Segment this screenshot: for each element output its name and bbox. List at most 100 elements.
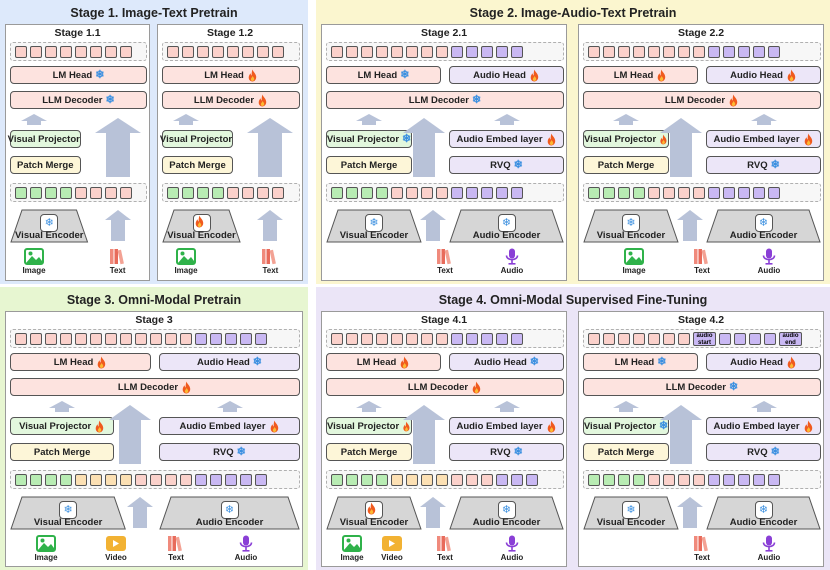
token-cell — [618, 186, 630, 199]
token-cell — [105, 332, 117, 345]
token-cell — [708, 45, 720, 58]
audio-input: Audio — [495, 248, 529, 275]
visual-encoder: ❄Visual Encoder — [10, 209, 89, 243]
token-cell — [749, 332, 761, 345]
visual-projector-box: Visual Projector — [583, 130, 670, 148]
token-cell — [693, 186, 705, 199]
audio-encoder-label: Audio Encoder — [472, 517, 541, 528]
lm-head-box: LM Head — [326, 353, 441, 371]
image-input-label: Image — [174, 266, 198, 275]
token-cell — [768, 45, 780, 58]
token-cell — [255, 332, 267, 345]
token-cell — [436, 473, 448, 486]
token-cell — [45, 186, 57, 199]
token-cell — [496, 473, 508, 486]
token-cell — [678, 473, 690, 486]
lm-head-box-label: LM Head — [53, 356, 94, 368]
snowflake-icon: ❄ — [659, 419, 669, 432]
visual-encoder-label: Visual Encoder — [596, 230, 666, 241]
audio-encoder: ❄Audio Encoder — [449, 496, 564, 530]
text-input: Text — [685, 248, 719, 275]
fire-icon — [660, 134, 667, 144]
audio-encoder: ❄Audio Encoder — [706, 209, 821, 243]
audio-encoder: ❄Audio Encoder — [159, 496, 300, 530]
fire-icon — [472, 381, 481, 393]
token-cell — [15, 186, 27, 199]
lm-head-box: LM Head❄ — [326, 66, 441, 84]
audio-head-box-label: Audio Head — [730, 356, 783, 368]
encoder-status-badge: ❄ — [220, 501, 239, 519]
image-icon — [24, 248, 44, 265]
token-cell — [481, 186, 493, 199]
snowflake-icon: ❄ — [657, 355, 667, 368]
token-cell — [30, 45, 42, 58]
token-cell — [734, 332, 746, 345]
visual-encoder: ❄Visual Encoder — [326, 209, 422, 243]
encoder-status-badge — [192, 214, 211, 232]
visual-projector-box: Visual Projector — [10, 417, 115, 435]
visual-encoder-label: Visual Encoder — [33, 517, 103, 528]
token-cell — [753, 45, 765, 58]
lm-head-box: LM Head❄ — [583, 353, 698, 371]
audio-head-box-label: Audio Head — [197, 356, 250, 368]
video-input: Video — [375, 535, 409, 562]
visual-encoder-label: Visual Encoder — [596, 517, 666, 528]
patch-merge-box-label: Patch Merge — [17, 159, 74, 171]
token-cell — [120, 186, 132, 199]
token-cell — [225, 332, 237, 345]
rvq-box-label: RVQ — [490, 446, 511, 458]
token-cell — [45, 473, 57, 486]
fire-icon — [729, 94, 738, 106]
token-cell — [167, 186, 179, 199]
fire-icon — [182, 381, 191, 393]
token-cell — [588, 473, 600, 486]
token-cell — [90, 45, 102, 58]
token-cell — [618, 473, 630, 486]
image-input-label: Image — [34, 553, 58, 562]
fire-icon — [547, 133, 555, 145]
snowflake-icon: ❄ — [400, 68, 410, 81]
token-cell — [376, 473, 388, 486]
microphone-icon — [505, 248, 519, 265]
token-cell — [105, 186, 117, 199]
audio-embed-layer-box-label: Audio Embed layer — [713, 420, 800, 432]
fire-icon — [95, 420, 104, 432]
token-cell — [466, 473, 478, 486]
token-cell — [451, 45, 463, 58]
token-cell — [75, 332, 87, 345]
image-input: Image — [169, 248, 203, 275]
token-cell — [633, 332, 645, 345]
visual-projector-box: Visual Projector❄ — [326, 130, 413, 148]
audio-embed-layer-box-label: Audio Embed layer — [179, 420, 266, 432]
audio-input: Audio — [752, 248, 786, 275]
token-cell — [227, 45, 239, 58]
panel-title: Stage 1.1 — [54, 27, 101, 39]
visual-projector-box: Visual Projector — [8, 130, 81, 148]
token-cell — [242, 186, 254, 199]
audio-start-token: audio start — [693, 331, 716, 346]
fire-icon — [401, 356, 409, 368]
fire-icon — [787, 69, 796, 81]
audio-embed-layer-box-label: Audio Embed layer — [713, 133, 800, 145]
microphone-icon — [762, 535, 776, 552]
snowflake-icon: ❄ — [44, 216, 54, 229]
token-cell — [663, 45, 675, 58]
visual-encoder: ❄Visual Encoder — [583, 496, 679, 530]
video-icon — [106, 536, 126, 551]
snowflake-icon: ❄ — [513, 158, 523, 171]
text-input-label: Text — [437, 266, 453, 275]
token-cell — [210, 332, 222, 345]
lm-head-box-label: LM Head — [52, 69, 93, 81]
audio-embed-layer-box-label: Audio Embed layer — [456, 420, 543, 432]
token-cell — [421, 473, 433, 486]
token-cell — [346, 45, 358, 58]
encoder-status-badge: ❄ — [59, 501, 78, 519]
patch-merge-box-label: Patch Merge — [33, 446, 91, 458]
audio-input-label: Audio — [234, 553, 258, 562]
token-cell — [693, 473, 705, 486]
token-cell — [406, 186, 418, 199]
encoder-status-badge: ❄ — [364, 214, 383, 232]
snowflake-icon: ❄ — [626, 503, 636, 516]
